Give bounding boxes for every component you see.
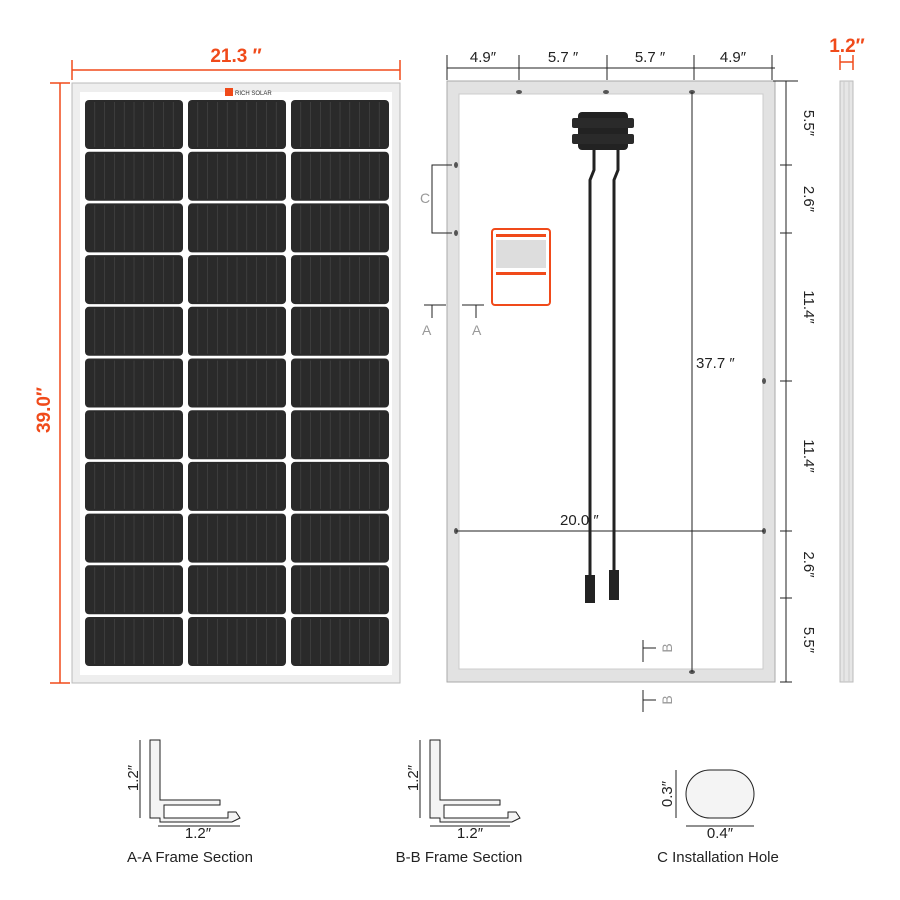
output-cables (585, 150, 620, 603)
front-width-dimension: 21.3 ″ (71, 46, 401, 80)
right-dim-4: 11.4″ (800, 439, 817, 473)
mc4-connector-female (609, 570, 619, 600)
section-b-caption: B-B Frame Section (396, 849, 523, 866)
back-right-dimensions: 5.5″ 2.6″ 11.4″ 11.4″ 2.6″ 5.5″ (773, 80, 817, 683)
section-markers: C A A B B (420, 164, 675, 712)
section-b-height: 1.2″ (405, 764, 422, 791)
section-a-width: 1.2″ (185, 825, 212, 842)
front-width-label: 21.3 ″ (210, 46, 261, 67)
hole-span-label: 37.7 ″ (696, 355, 735, 372)
marker-a-left: A (422, 322, 432, 338)
hole-span-dimension: 37.7 ″ (691, 92, 735, 672)
front-height-label: 39.0″ (34, 387, 55, 433)
junction-box (572, 112, 634, 150)
hole-height: 0.3″ (659, 780, 676, 807)
side-profile: 1.2″ (829, 36, 865, 683)
section-a-a: 1.2″ 1.2″ A-A Frame Section (125, 739, 253, 866)
brand-logo: RICH SOLAR (235, 91, 272, 97)
right-dim-6: 5.5″ (800, 627, 817, 654)
width-span-dimension: 20.0 ″ (456, 512, 764, 532)
hole-caption: C Installation Hole (657, 849, 779, 866)
back-top-dimensions: 4.9″ 5.7 ″ 5.7 ″ 4.9″ (446, 49, 775, 80)
section-a-caption: A-A Frame Section (127, 849, 253, 866)
front-panel: RICH SOLAR (71, 82, 401, 684)
solar-cell-grid (85, 100, 389, 666)
right-dim-2: 2.6″ (800, 186, 817, 213)
marker-b-bottom: B (659, 695, 675, 704)
marker-b-top: B (659, 643, 675, 652)
marker-a-right: A (472, 322, 482, 338)
section-a-height: 1.2″ (125, 764, 142, 791)
installation-hole: 0.3″ 0.4″ C Installation Hole (657, 769, 779, 866)
back-panel: 37.7 ″ 20.0 ″ C A A B B (420, 80, 776, 712)
marker-c: C (420, 190, 430, 206)
front-height-dimension: 39.0″ (34, 82, 70, 684)
spec-label (491, 228, 551, 306)
top-dim-1: 4.9″ (470, 49, 497, 66)
mc4-connector-male (585, 575, 595, 603)
width-span-label: 20.0 ″ (560, 512, 599, 529)
right-dim-5: 2.6″ (800, 551, 817, 578)
right-dim-1: 5.5″ (800, 110, 817, 137)
brand-logo-icon (225, 88, 233, 96)
top-dim-2: 5.7 ″ (548, 49, 579, 66)
hole-width: 0.4″ (707, 825, 734, 842)
side-thickness-label: 1.2″ (829, 36, 865, 57)
top-dim-3: 5.7 ″ (635, 49, 666, 66)
right-dim-3: 11.4″ (800, 290, 817, 324)
section-b-b: 1.2″ 1.2″ B-B Frame Section (396, 739, 523, 866)
top-dim-4: 4.9″ (720, 49, 747, 66)
section-b-width: 1.2″ (457, 825, 484, 842)
